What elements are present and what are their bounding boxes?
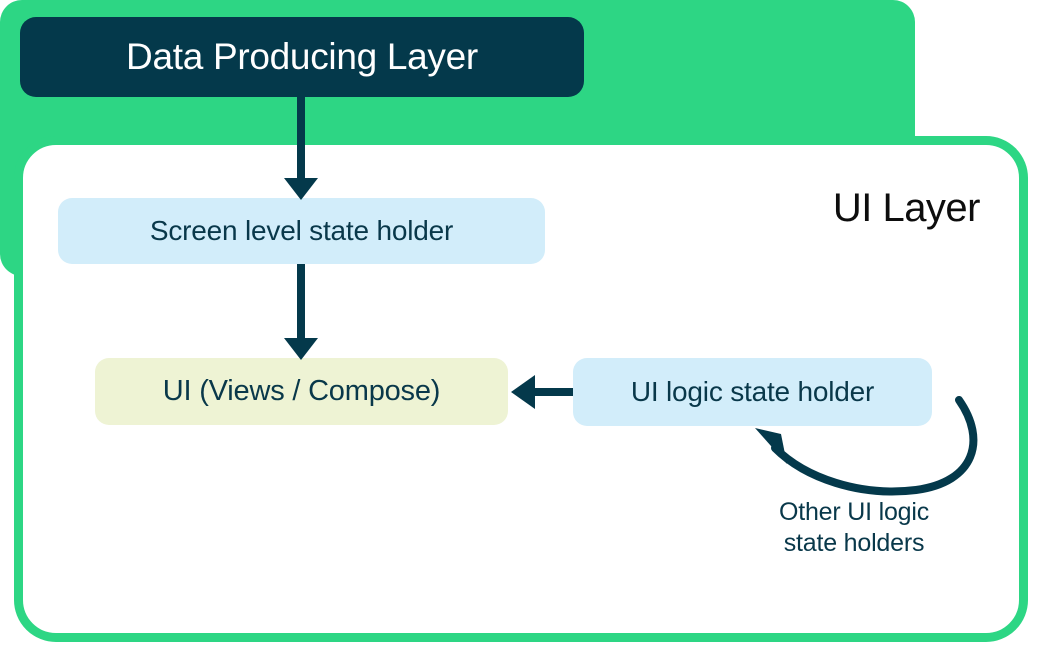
ui-layer-title: UI Layer [832, 186, 981, 230]
screen-level-state-holder-label: Screen level state holder [149, 215, 454, 246]
node-screen-level-state-holder: Screen level state holder [58, 198, 545, 264]
other-ui-logic-state-holders-caption: Other UI logic state holders [749, 497, 959, 559]
node-data-producing-layer: Data Producing Layer [20, 17, 584, 97]
ui-lifecycle-dependent-label: UI Lifecycle dependent [105, 503, 386, 534]
other-holders-line-2: state holders [783, 529, 925, 557]
ui-views-compose-label: UI (Views / Compose) [162, 375, 441, 407]
ui-logic-state-holder-label: UI logic state holder [630, 376, 875, 407]
other-holders-line-1: Other UI logic [778, 498, 930, 526]
node-ui-views-compose: UI (Views / Compose) [95, 358, 508, 425]
data-producing-layer-label: Data Producing Layer [126, 36, 478, 77]
node-ui-logic-state-holder: UI logic state holder [573, 358, 932, 426]
